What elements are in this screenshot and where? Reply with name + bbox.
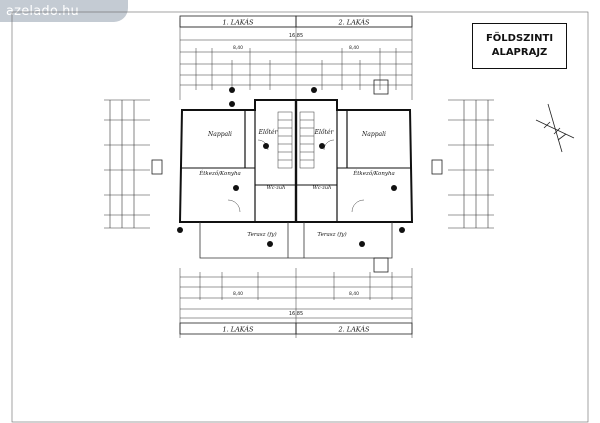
right-section-marker (431, 159, 443, 175)
title-box: FÖLDSZINTI ALAPRAJZ (472, 23, 567, 69)
bottom-half-dimension-2: 8,40 (349, 291, 359, 297)
title-line-1: FÖLDSZINTI (485, 33, 554, 44)
top-dimension-chains (179, 18, 413, 100)
top-unit-label-1: 1. LAKÁS (222, 18, 254, 27)
top-half-dimension-2: 8,40 (349, 45, 359, 51)
stairs (277, 111, 315, 169)
left-dimension-chains (104, 99, 150, 229)
top-right-marker (373, 79, 389, 95)
room-label-eloter-1: Előtér (258, 129, 279, 136)
title-line-2: ALAPRAJZ (491, 47, 548, 58)
room-label-etkezo-1: Étkező/Konyha (198, 169, 241, 177)
sheet-border (11, 11, 589, 423)
north-arrow-icon (535, 103, 575, 153)
top-unit-label-2: 2. LAKÁS (337, 18, 370, 27)
bottom-half-dimension-1: 8,40 (233, 291, 243, 297)
level-markers (177, 87, 405, 247)
top-total-dimension: 16,85 (289, 33, 303, 39)
bottom-dimension-chains (179, 268, 413, 338)
door-swings (227, 139, 365, 213)
room-label-terasz-1: Terasz (fy) (247, 231, 276, 238)
building-walls (178, 99, 414, 223)
top-half-dimension-1: 8,40 (233, 45, 243, 51)
watermark-text: azelado.hu (6, 3, 79, 19)
bottom-unit-label-2: 2. LAKÁS (337, 325, 370, 334)
watermark-badge: azelado.hu (0, 0, 128, 22)
room-label-nappali-1: Nappali (207, 131, 232, 138)
terrace-outline (199, 222, 393, 259)
room-label-wc-1: Wc-zuh (267, 185, 286, 191)
room-label-eloter-2: Előtér (314, 129, 335, 136)
bottom-right-marker (373, 257, 389, 273)
bottom-unit-label-1: 1. LAKÁS (222, 325, 254, 334)
room-label-etkezo-2: Étkező/Konyha (352, 169, 395, 177)
room-label-nappali-2: Nappali (361, 131, 386, 138)
room-label-wc-2: Wc-zuh (313, 185, 332, 191)
bottom-total-dimension: 16,85 (289, 311, 303, 317)
room-label-terasz-2: Terasz (fy) (317, 231, 346, 238)
right-dimension-chains (448, 99, 494, 229)
left-section-marker (151, 159, 163, 175)
top-unit-bars (179, 15, 413, 28)
bottom-unit-bars (179, 322, 413, 335)
